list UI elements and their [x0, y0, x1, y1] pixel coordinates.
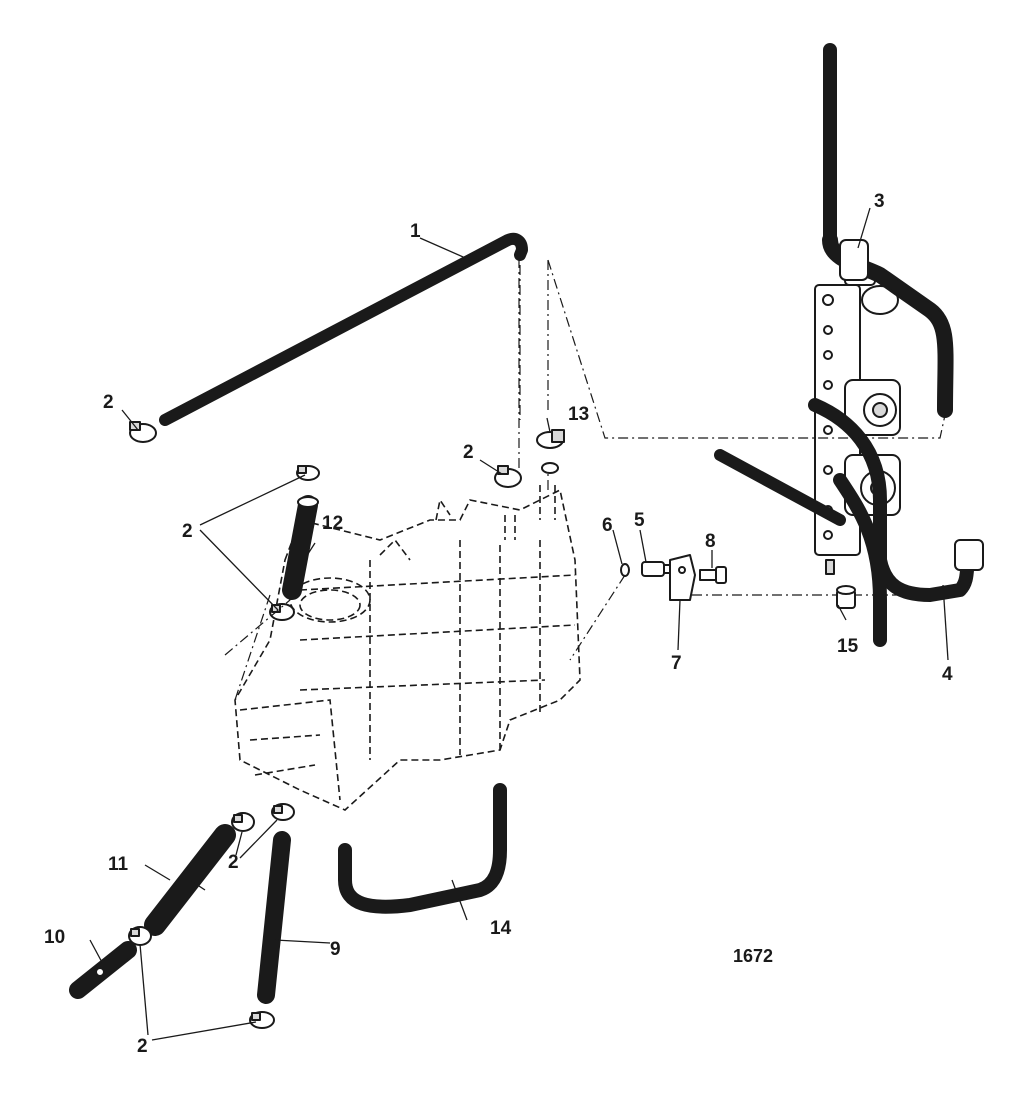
clamp-part-2 — [128, 926, 152, 946]
part-4-hose — [808, 398, 984, 647]
callout-7: 7 — [671, 653, 682, 674]
part-11-hose — [144, 824, 236, 936]
callout-1: 1 — [410, 221, 421, 242]
clamp-part-2 — [231, 812, 255, 832]
callout-4: 4 — [942, 664, 953, 685]
callout-14: 14 — [490, 918, 512, 939]
leader-lines — [89, 207, 949, 1041]
part-9-hose — [257, 831, 291, 1004]
callout-8: 8 — [705, 531, 716, 552]
callout-13: 13 — [568, 404, 589, 425]
callout-5: 5 — [634, 510, 645, 531]
part-14-hose — [338, 783, 507, 914]
part-6-o-ring — [620, 563, 630, 577]
part-3-hose — [822, 232, 954, 418]
callout-6: 6 — [602, 515, 613, 536]
callout-2d: 2 — [228, 852, 239, 873]
clamp-part-2 — [249, 1011, 275, 1029]
reference-line — [569, 574, 626, 661]
callout-9: 9 — [330, 939, 341, 960]
callout-10: 10 — [44, 927, 65, 948]
clamp-part-13 — [536, 429, 565, 474]
callout-2b: 2 — [463, 442, 474, 463]
reference-line — [234, 594, 271, 701]
clamp-part-2 — [494, 465, 522, 488]
part-10-fitting — [69, 941, 137, 999]
part-15-plug — [836, 585, 856, 609]
callout-15: 15 — [837, 636, 859, 657]
callout-11: 11 — [108, 854, 129, 875]
callout-3: 3 — [874, 191, 885, 212]
reference-line — [547, 259, 946, 439]
callout-2a: 2 — [103, 392, 114, 413]
clamp-part-2 — [271, 803, 295, 821]
part-12-hose — [282, 495, 319, 600]
part-7-bracket — [669, 554, 696, 601]
callout-12: 12 — [322, 513, 343, 534]
callout-2c: 2 — [182, 521, 193, 542]
figure-number: 1672 — [733, 946, 773, 966]
part-8-screw — [699, 566, 727, 584]
part-1-hose — [159, 232, 528, 426]
reference-line — [224, 599, 291, 656]
engine-block-outline — [234, 485, 581, 811]
callout-2e: 2 — [137, 1036, 148, 1057]
